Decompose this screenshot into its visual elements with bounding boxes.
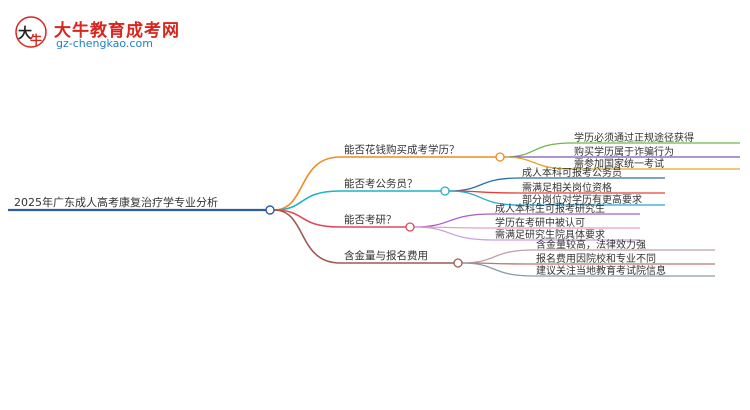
leaf-label: 成人本科可报考公务员 [522,166,622,179]
branch-label: 能否考公务员？ [344,177,418,190]
svg-text:牛: 牛 [30,32,42,47]
site-url[interactable]: gz-chengkao.com [56,37,153,50]
branch-node-handle[interactable] [440,186,450,196]
leaf-connector [448,177,521,192]
branch-connector [273,156,341,211]
leaf-connector [503,142,573,158]
bull-logo-icon: 大 牛 [15,16,47,48]
site-name: 大牛教育成考网 [54,21,180,41]
leaf-label: 购买学历属于诈骗行为 [574,145,674,158]
leaf-label: 需满足研究生院具体要求 [495,228,605,241]
leaf-label: 需参加国家统一考试 [574,157,664,170]
branch-label: 能否花钱购买成考学历？ [344,143,460,156]
leaf-connector [461,262,535,277]
branch-label: 能否考研？ [344,213,397,226]
leaf-label: 报名费用因院校和专业不同 [536,252,656,265]
svg-text:大: 大 [18,25,32,42]
leaf-label: 学历在考研中被认可 [495,216,585,229]
site-logo[interactable]: 大 牛 大牛教育成考网 gz-chengkao.com [0,0,240,60]
leaf-label: 需满足相关岗位资格 [522,181,612,194]
leaf-label: 建议关注当地教育考试院信息 [536,264,666,277]
leaf-connector [503,156,573,170]
branch-connector [273,190,341,211]
mind-map-edges [8,142,740,277]
branch-node-handle[interactable] [495,152,505,162]
branch-connector [273,209,341,228]
leaf-label: 含金量较高，法律效力强 [536,238,646,251]
leaf-label: 学历必须通过正规途径获得 [574,131,694,144]
leaf-label: 成人本科生可报考研究生 [495,202,605,215]
branch-node-handle[interactable] [453,258,463,268]
mind-map-nodes: 2025年广东成人高考康复治疗学专业分析 能否花钱购买成考学历？ 学历必须通过正规途… [14,131,694,277]
leaf-connector [461,249,535,264]
leaf-connector [413,226,494,241]
leaf-connector [413,213,494,228]
root-node-handle[interactable] [265,205,275,215]
branch-connector [273,209,341,264]
leaf-connector [448,190,521,206]
branch-node-handle[interactable] [405,222,415,232]
branch-label: 含金量与报名费用 [344,249,428,262]
root-node-label: 2025年广东成人高考康复治疗学专业分析 [14,195,218,209]
leaf-label: 部分岗位对学历有更高要求 [522,193,642,206]
